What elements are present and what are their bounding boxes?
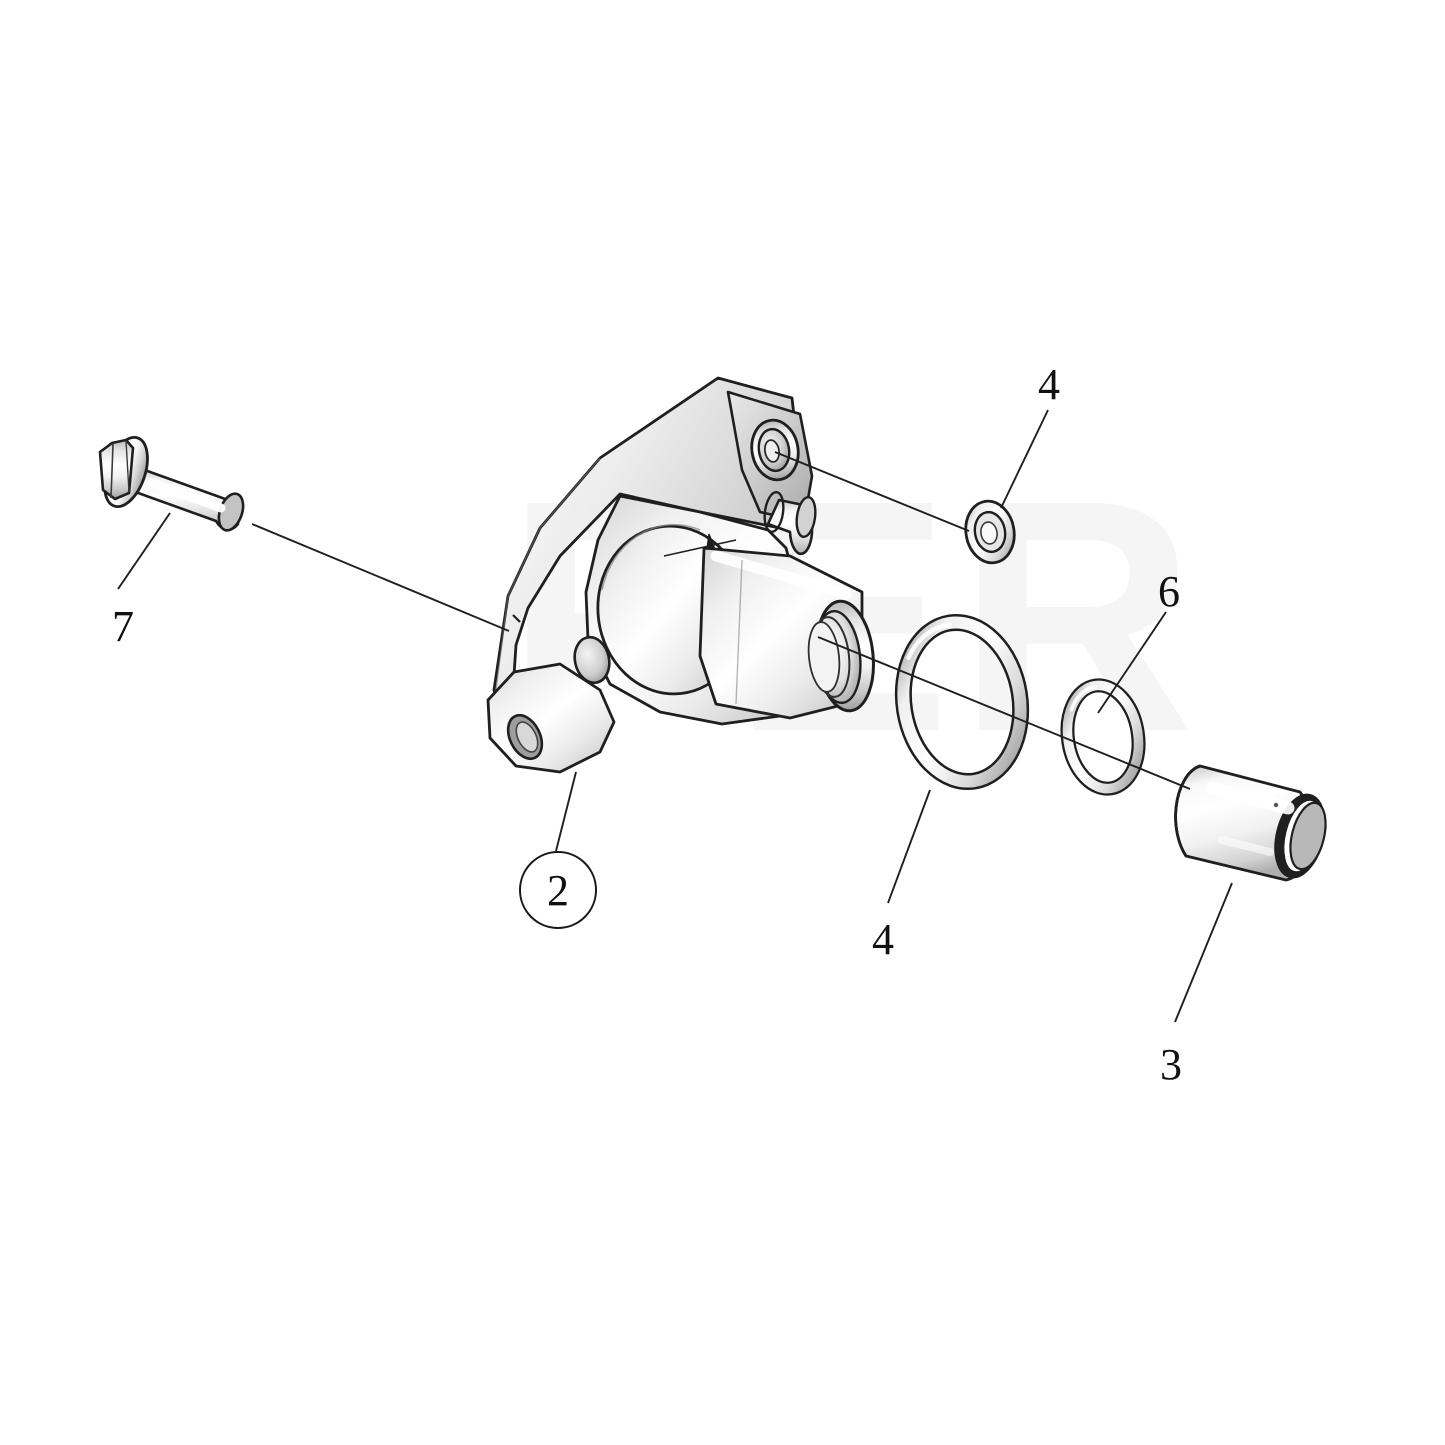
part-o-ring-large [894,613,1030,791]
leader-bracket-2 [555,771,577,852]
part-piston-cylinder [1174,764,1327,882]
leader-bolt-to-bracket [251,523,510,632]
callout-label-7[interactable]: 7 [112,602,134,651]
callout-label-4-top[interactable]: 4 [1038,360,1060,409]
callout-label-4-lower[interactable]: 4 [872,915,894,964]
part-seal-small [964,499,1016,565]
leader-bolt-7 [117,512,171,590]
part-hex-flange-bolt [98,436,245,532]
leader-lines [117,409,1233,1023]
callout-label-6[interactable]: 6 [1158,567,1180,616]
part-o-ring-medium [1060,678,1146,796]
part-bracket-housing [486,376,875,774]
callout-label-3[interactable]: 3 [1160,1040,1182,1089]
leader-seal4-label [1000,409,1049,509]
leader-oring4-label [887,789,931,904]
callout-bubble-2[interactable]: 2 [519,851,597,929]
leader-oring6-label [1097,611,1167,714]
leader-bore-axis [817,636,1191,790]
leader-piston3-label [1174,882,1233,1023]
leader-boss-to-seal4 [774,451,970,532]
